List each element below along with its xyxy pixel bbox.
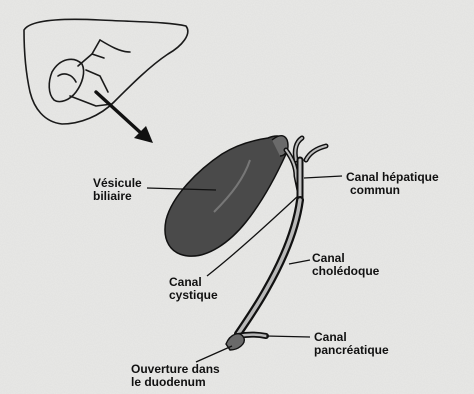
label-hepatique-line2: commun bbox=[346, 184, 439, 197]
label-ouverture-duodenum: Ouverture dans le duodenum bbox=[131, 363, 220, 389]
label-canal-cystique: Canal cystique bbox=[169, 276, 218, 302]
label-ouverture-line2: le duodenum bbox=[131, 376, 220, 389]
label-vesicule-biliaire: Vésicule biliaire bbox=[93, 177, 142, 203]
label-cystique-line2: cystique bbox=[169, 289, 218, 302]
label-vesicule-line2: biliaire bbox=[93, 190, 142, 203]
label-canal-pancreatique: Canal pancréatique bbox=[314, 331, 389, 357]
label-pancreatique-line2: pancréatique bbox=[314, 344, 389, 357]
label-canal-hepatique-commun: Canal hépatique commun bbox=[346, 171, 439, 197]
label-canal-choledoque: Canal cholédoque bbox=[312, 252, 379, 278]
label-choledoque-line2: cholédoque bbox=[312, 265, 379, 278]
